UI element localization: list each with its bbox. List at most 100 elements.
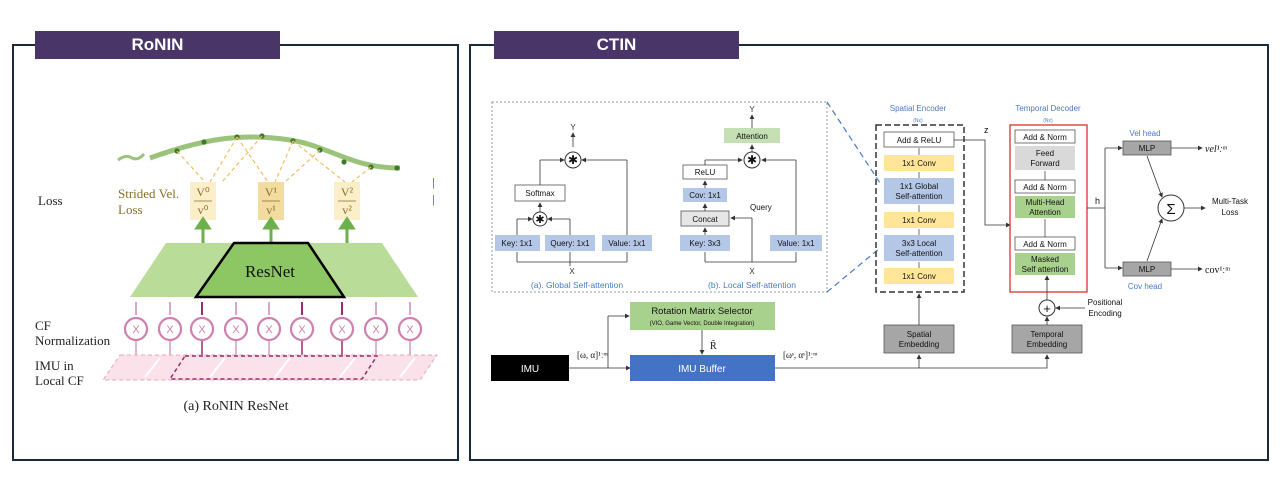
- resnet-trapezoid-center: [193, 241, 347, 299]
- v-boxes: [190, 182, 360, 220]
- local-caption: (b). Local Self-attention: [708, 280, 796, 290]
- cf-multiply-1: [157, 316, 183, 342]
- svg-text:X: X: [132, 324, 140, 336]
- global-caption: (a). Global Self-attention: [531, 280, 623, 290]
- rotation-subtitle: (VIO, Game Vector, Double Integration): [650, 321, 755, 327]
- spatial-encoder: Spatial Encoder (Nx) Add & ReLU 1x1 Conv…: [875, 104, 1011, 354]
- svg-text:X: X: [232, 324, 240, 336]
- ronin-tab: RoNIN: [35, 31, 280, 59]
- svg-text:✱: ✱: [568, 153, 578, 167]
- svg-text:Feed: Feed: [1036, 149, 1054, 158]
- global-self-attention: Y ✱ Softmax ✱ Key: 1x1 Query: 1x1 Value:…: [495, 123, 652, 290]
- global-value-label: Value: 1x1: [608, 239, 646, 248]
- svg-text:X: X: [166, 324, 174, 336]
- z-label: z: [984, 125, 989, 135]
- rotation-matrix-selector: [630, 302, 775, 330]
- loss-label: Loss: [38, 193, 63, 208]
- imu-block: [491, 355, 569, 381]
- spatial-local-sa: [884, 235, 954, 261]
- spatial-conv-top: [884, 155, 954, 171]
- td-add-norm-1: [1014, 129, 1076, 144]
- svg-text:MLP: MLP: [1139, 144, 1155, 153]
- strided-vel-label-1: Strided Vel.: [118, 186, 179, 201]
- h-label: h: [1095, 196, 1100, 206]
- td-feed-forward: [1015, 146, 1075, 170]
- svg-text:X: X: [338, 324, 346, 336]
- spatial-add-relu: [883, 131, 955, 148]
- imu-buffer-label: IMU Buffer: [678, 364, 726, 375]
- zoom-line-top: [826, 101, 881, 184]
- zoom-line-bottom: [826, 247, 881, 293]
- svg-text:Temporal: Temporal: [1031, 330, 1064, 339]
- local-self-attention: Y Attention ✱ ReLU Cov: 1x1 Concat Key: …: [680, 105, 822, 290]
- up-arrows-pink: [135, 302, 411, 315]
- positional-encoding-2: Encoding: [1088, 309, 1121, 318]
- svg-text:Add & Norm: Add & Norm: [1023, 133, 1067, 142]
- softmax-label: Softmax: [525, 189, 554, 198]
- svg-text:Spatial: Spatial: [907, 330, 932, 339]
- svg-text:X: X: [372, 324, 380, 336]
- imu-local-cf-label-2: Local CF: [35, 373, 84, 388]
- svg-text:Forward: Forward: [1030, 159, 1059, 168]
- imu-local-cf-label-1: IMU in: [35, 358, 74, 373]
- relu-label: ReLU: [695, 168, 716, 177]
- svg-text:✱: ✱: [535, 214, 544, 226]
- spatial-local-sa-label: 3x3 Local: [902, 239, 936, 248]
- sigma-symbol: Σ: [1166, 201, 1175, 218]
- global-mult-top: [564, 151, 582, 169]
- cf-multiply-5: [289, 316, 315, 342]
- vel-head-label: Vel head: [1129, 129, 1160, 138]
- positional-encoding-1: Positional: [1088, 298, 1123, 307]
- svg-text:Embedding: Embedding: [1027, 340, 1067, 349]
- cf-normalization-circles: [123, 316, 423, 342]
- svg-text:Self-attention: Self-attention: [895, 249, 942, 258]
- trajectory-curve: [149, 134, 401, 171]
- svg-text:Add & Norm: Add & Norm: [1023, 183, 1067, 192]
- cf-multiply-4: [256, 316, 282, 342]
- temporal-decoder-title: Temporal Decoder: [1015, 104, 1081, 113]
- temporal-embedding: [1011, 324, 1083, 354]
- r-hat-label: R̃: [710, 339, 717, 352]
- global-query-label: Query: 1x1: [550, 239, 590, 248]
- up-arrows-dark: [201, 302, 343, 315]
- imu-buffer: [630, 355, 775, 381]
- td-masked-self-attention: [1015, 253, 1075, 275]
- cf-multiply-0: [123, 316, 149, 342]
- cf-normalization-label-1: CF: [35, 318, 51, 333]
- local-value-box: [770, 235, 822, 251]
- svg-text:X: X: [198, 324, 206, 336]
- multi-task-loss-2: Loss: [1222, 208, 1239, 217]
- imu-label: IMU: [521, 364, 539, 375]
- cov-box: [683, 188, 727, 202]
- global-value-box: [602, 235, 652, 251]
- svg-text:MLP: MLP: [1139, 265, 1155, 274]
- attention-detail-box: [491, 101, 828, 293]
- local-value-label: Value: 1x1: [777, 239, 815, 248]
- svg-text:X: X: [406, 324, 414, 336]
- cov-label: Cov: 1x1: [689, 191, 721, 200]
- output-heads: Vel head MLP vel¹ːᵐ Cov head MLP cov¹ːᵐ …: [1087, 129, 1249, 291]
- svg-text:Multi-Head: Multi-Head: [1026, 198, 1065, 207]
- local-key-box: [680, 235, 730, 251]
- attention-box: [724, 128, 780, 143]
- v0-top: V⁰: [196, 185, 210, 199]
- spatial-encoder-nx: (Nx): [913, 118, 923, 124]
- buffer-output-label: [ωˢ, αˢ]¹ːᵐ: [783, 350, 818, 360]
- svg-text:Add & ReLU: Add & ReLU: [897, 136, 942, 145]
- ctin-panel: [469, 44, 1269, 461]
- local-key-label: Key: 3x3: [689, 239, 721, 248]
- spatial-embedding: [883, 324, 955, 354]
- svg-text:Embedding: Embedding: [899, 340, 939, 349]
- imu-pipeline: IMU [ω, α]¹ːᵐ Rotation Matrix Selector (…: [491, 302, 1050, 381]
- attention-label: Attention: [736, 132, 768, 141]
- local-x: X: [749, 267, 755, 276]
- up-arrows-green: [194, 216, 356, 243]
- rotation-title: Rotation Matrix Selector: [651, 306, 752, 317]
- vel-output: vel¹ːᵐ: [1205, 144, 1227, 155]
- cov-output: cov¹ːᵐ: [1205, 265, 1230, 276]
- temporal-decoder: Temporal Decoder (Nx) Add & Norm Feed Fo…: [1009, 104, 1123, 354]
- bracket-mark-1: |: [432, 177, 435, 189]
- svg-text:X: X: [265, 324, 273, 336]
